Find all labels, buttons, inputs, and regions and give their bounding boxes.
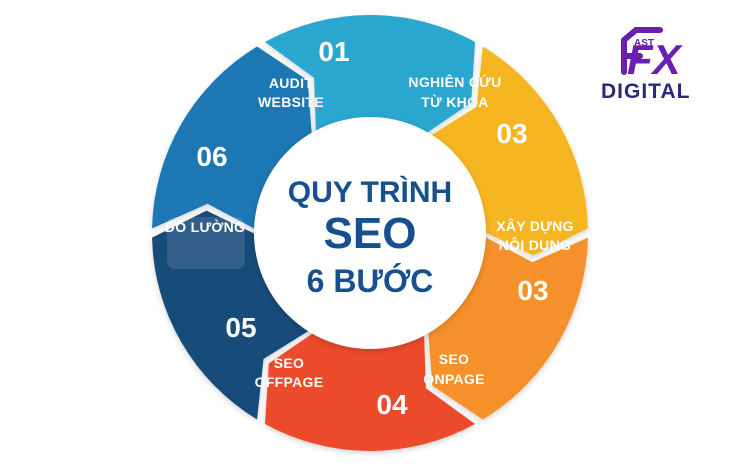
segment-measure	[152, 46, 312, 231]
step-audit-website: 01 AUDIT WEBSITE	[258, 36, 350, 110]
step-label-line1: SEO	[274, 355, 304, 371]
logo-word: DIGITAL	[601, 80, 690, 103]
step-content-building: XÂY DỰNG NỘI DUNG 03	[496, 217, 574, 306]
step-label-line1: SEO	[439, 351, 469, 367]
segment-offpage	[152, 210, 312, 420]
step-label-line2: ONPAGE	[423, 371, 484, 387]
step-label-line2: OFFPAGE	[255, 374, 324, 390]
step-number: 04	[376, 389, 408, 420]
logo-small-text: AST	[634, 38, 654, 49]
label-highlight	[167, 217, 245, 269]
step-label-line2: TỪ KHÓA	[421, 93, 488, 110]
step-number: 06	[196, 141, 227, 172]
center-circle	[254, 117, 486, 349]
ring-segments	[152, 15, 588, 451]
segment-keyword	[428, 46, 588, 256]
step-label-line1: NGHIÊN CỨU	[408, 73, 501, 90]
step-label-line1: XÂY DỰNG	[496, 217, 574, 234]
step-measurement: 06 ĐO LƯỜNG	[165, 141, 245, 269]
step-seo-onpage: SEO ONPAGE 04	[376, 351, 484, 420]
segment-content	[428, 235, 588, 420]
step-number: 05	[225, 312, 256, 343]
center-title-line1: QUY TRÌNH	[288, 175, 452, 209]
step-label-line2: WEBSITE	[258, 94, 324, 110]
center-title-line3: 6 BƯỚC	[307, 263, 434, 299]
step-label-line1: ĐO LƯỜNG	[165, 218, 245, 235]
step-number: 03	[496, 118, 527, 149]
logo-mark-icon	[621, 27, 663, 75]
step-number: 01	[318, 36, 349, 67]
segment-audit	[264, 15, 476, 135]
segment-onpage	[264, 331, 476, 451]
step-keyword-research: NGHIÊN CỨU TỪ KHÓA 03	[408, 73, 527, 149]
logo-letters: FX	[627, 36, 684, 83]
step-label-line1: AUDIT	[269, 75, 313, 91]
fx-digital-logo: AST FX DIGITAL	[601, 27, 690, 103]
step-seo-offpage: 05 SEO OFFPAGE	[225, 312, 323, 390]
center-title-line2: SEO	[324, 209, 417, 258]
step-label-line2: NỘI DUNG	[499, 236, 571, 253]
step-number: 03	[517, 275, 548, 306]
